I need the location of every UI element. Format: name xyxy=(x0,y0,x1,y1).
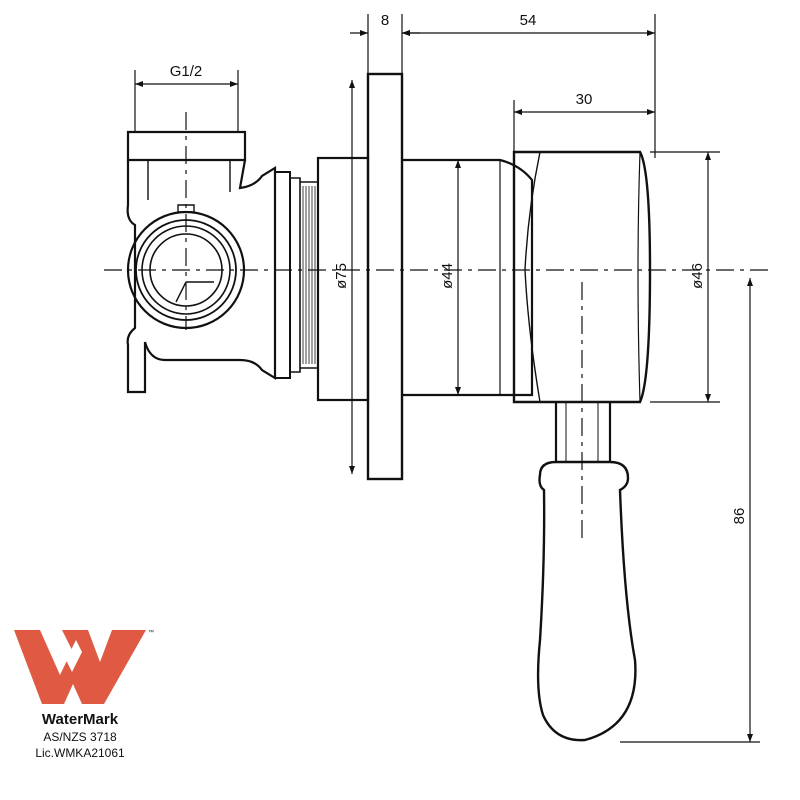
trim-body xyxy=(316,72,534,481)
watermark-brand: WaterMark xyxy=(42,711,119,728)
center-lines xyxy=(104,112,768,540)
valve-body xyxy=(126,130,319,394)
trademark-symbol: ™ xyxy=(148,629,154,636)
watermark-standard: AS/NZS 3718 xyxy=(43,730,117,744)
watermark-logo: ™ xyxy=(14,629,154,704)
dim-handle-depth: 30 xyxy=(576,91,593,108)
watermark-licence: Lic.WMKA21061 xyxy=(35,746,125,760)
watermark-w-icon xyxy=(14,630,146,704)
dimension-lines xyxy=(134,14,760,743)
dim-thread: G1/2 xyxy=(170,63,203,80)
lever-handle xyxy=(536,402,637,742)
dim-flange-thickness: 8 xyxy=(381,12,389,29)
dim-body-diameter: ø44 xyxy=(439,263,456,289)
dim-overall-depth: 54 xyxy=(520,12,537,29)
dim-lever-length: 86 xyxy=(731,508,748,525)
dim-flange-diameter: ø75 xyxy=(333,263,350,289)
dim-handle-diameter: ø46 xyxy=(689,263,706,289)
